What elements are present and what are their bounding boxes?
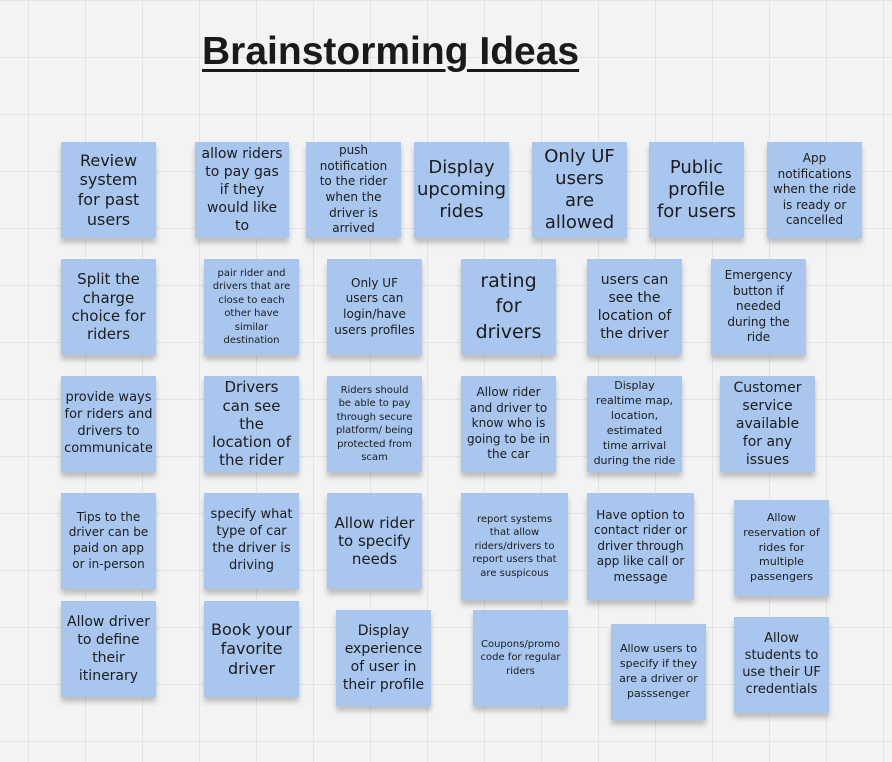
sticky-note[interactable]: provide ways for riders and drivers to c… xyxy=(61,376,156,472)
sticky-note-text: Split the charge choice for riders xyxy=(71,270,146,344)
sticky-note[interactable]: Allow students to use their UF credentia… xyxy=(734,617,829,713)
sticky-note-text: Book your favorite driver xyxy=(211,619,292,678)
sticky-note[interactable]: Allow rider to specify needs xyxy=(327,493,422,589)
sticky-note-text: Riders should be able to pay through sec… xyxy=(335,384,413,464)
sticky-note[interactable]: Book your favorite driver xyxy=(204,601,299,697)
sticky-note-text: users can see the location of the driver xyxy=(597,271,672,343)
sticky-note-text: Display realtime map, location, estimate… xyxy=(593,379,676,467)
sticky-note[interactable]: Public profile for users xyxy=(649,142,744,238)
sticky-note[interactable]: Allow reservation of rides for multiple … xyxy=(734,500,829,596)
sticky-note-text: push notification to the rider when the … xyxy=(319,143,388,236)
sticky-note-text: Emergency button if needed during the ri… xyxy=(724,268,793,345)
sticky-note-text: Public profile for users xyxy=(656,157,737,222)
sticky-note[interactable]: Display experience of user in their prof… xyxy=(336,610,431,706)
sticky-note[interactable]: Have option to contact rider or driver t… xyxy=(587,493,694,600)
sticky-note[interactable]: pair rider and drivers that are close to… xyxy=(204,259,299,355)
sticky-note[interactable]: push notification to the rider when the … xyxy=(306,142,401,238)
sticky-note-text: Display upcoming rides xyxy=(416,157,507,222)
sticky-note[interactable]: allow riders to pay gas if they would li… xyxy=(195,142,289,238)
sticky-note[interactable]: Allow rider and driver to know who is go… xyxy=(461,376,556,472)
sticky-note[interactable]: specify what type of car the driver is d… xyxy=(204,493,299,589)
board-title[interactable]: Brainstorming Ideas xyxy=(202,30,580,73)
sticky-note[interactable]: Display realtime map, location, estimate… xyxy=(587,376,682,472)
sticky-note-text: Have option to contact rider or driver t… xyxy=(593,507,687,584)
sticky-note-text: Allow users to specify if they are a dri… xyxy=(619,642,698,700)
sticky-note-text: report systems that allow riders/drivers… xyxy=(472,513,557,579)
sticky-note[interactable]: App notifications when the ride is ready… xyxy=(767,142,862,238)
sticky-note[interactable]: Allow users to specify if they are a dri… xyxy=(611,624,706,720)
sticky-note-text: Coupons/promo code for regular riders xyxy=(480,638,561,677)
sticky-note-text: pair rider and drivers that are close to… xyxy=(212,267,291,347)
sticky-note-text: App notifications when the ride is ready… xyxy=(773,151,856,228)
sticky-note-text: Tips to the driver can be paid on app or… xyxy=(68,509,149,571)
sticky-note[interactable]: Coupons/promo code for regular riders xyxy=(473,610,568,706)
sticky-note[interactable]: Tips to the driver can be paid on app or… xyxy=(61,493,156,589)
sticky-note-text: allow riders to pay gas if they would li… xyxy=(201,145,283,235)
sticky-note[interactable]: Review system for past users xyxy=(61,142,156,238)
sticky-note-text: Allow rider and driver to know who is go… xyxy=(467,385,550,462)
sticky-note[interactable]: Customer service available for any issue… xyxy=(720,376,815,472)
sticky-note-text: rating for drivers xyxy=(475,269,542,343)
sticky-note-text: Allow reservation of rides for multiple … xyxy=(743,510,820,584)
sticky-note-text: Drivers can see the location of the ride… xyxy=(212,378,291,470)
sticky-note[interactable]: users can see the location of the driver xyxy=(587,259,682,355)
sticky-note-text: Allow driver to define their itinerary xyxy=(67,613,151,685)
sticky-note-text: Allow students to use their UF credentia… xyxy=(742,631,821,697)
sticky-note[interactable]: Split the charge choice for riders xyxy=(61,259,156,355)
sticky-note-text: Only UF users are allowed xyxy=(544,146,615,233)
sticky-note[interactable]: Allow driver to define their itinerary xyxy=(61,601,156,697)
sticky-note-text: Only UF users can login/have users profi… xyxy=(334,275,415,337)
sticky-note-text: provide ways for riders and drivers to c… xyxy=(64,390,153,456)
sticky-note-text: Display experience of user in their prof… xyxy=(342,622,425,694)
sticky-note[interactable]: rating for drivers xyxy=(461,259,556,355)
sticky-note[interactable]: Riders should be able to pay through sec… xyxy=(327,376,422,472)
sticky-note[interactable]: Display upcoming rides xyxy=(414,142,509,238)
sticky-note-text: Allow rider to specify needs xyxy=(334,513,415,569)
sticky-note[interactable]: Only UF users can login/have users profi… xyxy=(327,259,422,355)
sticky-note[interactable]: Emergency button if needed during the ri… xyxy=(711,259,806,355)
sticky-note[interactable]: report systems that allow riders/drivers… xyxy=(461,493,568,600)
sticky-note[interactable]: Drivers can see the location of the ride… xyxy=(204,376,299,472)
sticky-note-text: Customer service available for any issue… xyxy=(733,379,802,469)
sticky-note[interactable]: Only UF users are allowed xyxy=(532,142,627,238)
sticky-note-text: Review system for past users xyxy=(77,150,140,229)
sticky-note-text: specify what type of car the driver is d… xyxy=(210,507,293,573)
